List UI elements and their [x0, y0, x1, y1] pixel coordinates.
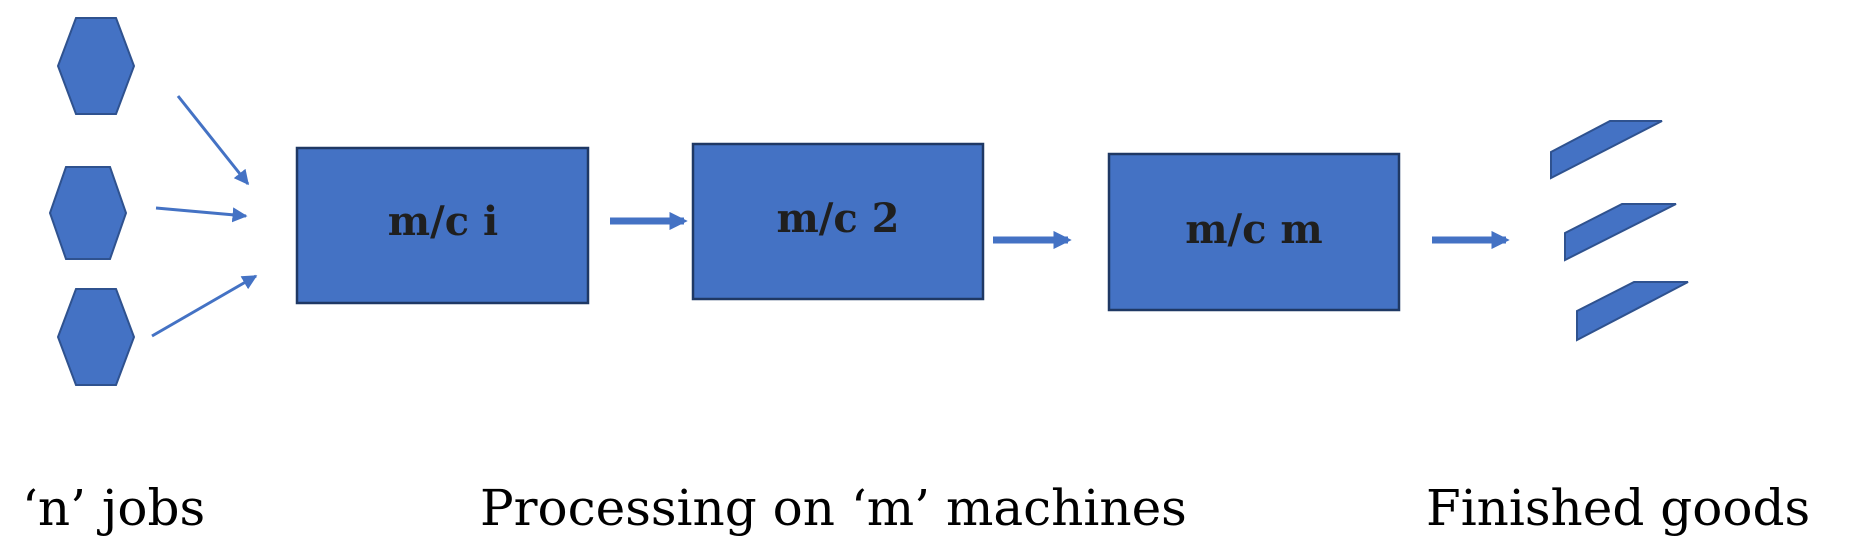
- jobs-group: [48, 17, 136, 386]
- machine-3: m/c m: [1107, 152, 1401, 312]
- machine-2: m/c 2: [691, 142, 985, 301]
- machine-label: m/c 2: [776, 195, 899, 242]
- machine-label: m/c m: [1185, 206, 1323, 253]
- job-hexagon-icon: [56, 288, 136, 386]
- job-input-arrows: [151, 95, 258, 338]
- machine-box: [295, 146, 590, 305]
- finished-good-parallelogram-icon: [1564, 203, 1677, 262]
- caption-jobs: ‘n’ jobs: [22, 479, 205, 537]
- finished-good-parallelogram-icon: [1550, 120, 1663, 180]
- job-arrow-2: [155, 206, 248, 223]
- finished-good-parallelogram-icon: [1576, 281, 1689, 342]
- finished-goods-group: [1550, 120, 1689, 342]
- machine-label: m/c i: [388, 198, 498, 245]
- caption-processing: Processing on ‘m’ machines: [480, 479, 1187, 537]
- caption-finished: Finished goods: [1426, 479, 1810, 537]
- job-hexagon-icon: [48, 166, 128, 260]
- process-arrows: [610, 211, 1510, 250]
- machine-box: [1107, 152, 1401, 312]
- job-arrow-3: [151, 274, 258, 338]
- machine-box: [691, 142, 985, 301]
- machine-1: m/c i: [295, 146, 590, 305]
- job-arrow-1: [176, 95, 250, 186]
- job-hexagon-icon: [56, 17, 136, 115]
